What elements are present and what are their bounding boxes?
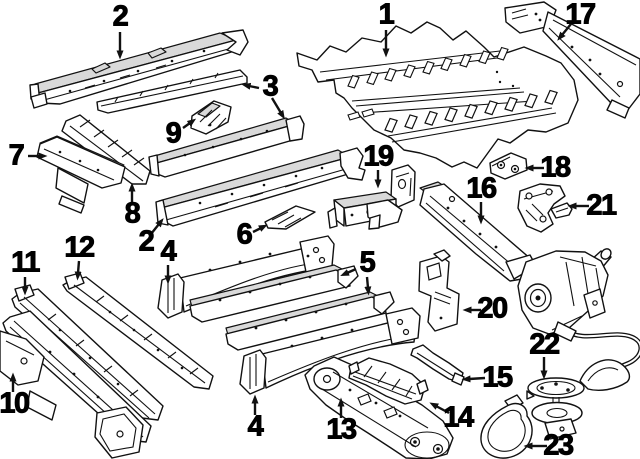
leader-14 [429,402,450,415]
callout-4-upper[interactable]: 4 [160,235,177,268]
part-support-bracket [418,249,460,332]
leader-arrows [9,23,589,450]
part-spare-wheel-carrier [526,359,631,440]
part-rocker-rail-top [29,29,249,109]
part-hinge-bracket [517,183,573,233]
callout-12[interactable]: 12 [64,231,96,264]
callout-14[interactable]: 14 [443,401,475,434]
part-floor-rail-second [189,264,359,323]
spare-tire-winch [517,248,640,376]
leader-3-down [270,97,285,120]
part-rear-floor-crossmember [304,356,454,459]
part-floor-bracket [190,100,232,135]
callout-10[interactable]: 10 [0,387,31,420]
callout-21[interactable]: 21 [586,189,618,222]
part-side-bracket [36,135,126,214]
part-rocker-rail-lower [148,115,305,178]
callout-13[interactable]: 13 [326,413,358,446]
part-crossmember-support [348,357,429,405]
callout-16[interactable]: 16 [466,172,498,205]
part-rear-side-rail [419,181,537,282]
callout-3[interactable]: 3 [262,70,279,103]
callout-2-top[interactable]: 2 [112,0,129,33]
part-rear-crossmember [504,1,640,119]
callout-11[interactable]: 11 [11,246,41,279]
part-rocker-rail-bottom [155,147,366,227]
part-floor-pan [296,21,579,169]
leader-15 [461,375,486,383]
leader-5-left [340,267,357,277]
part-carrier-cover [480,394,533,459]
callout-19[interactable]: 19 [363,140,395,173]
callout-15[interactable]: 15 [482,361,514,394]
callout-8[interactable]: 8 [124,197,141,230]
callout-17[interactable]: 17 [565,0,597,31]
callout-22[interactable]: 22 [529,328,561,361]
leader-3-left [241,82,260,90]
leader-2-bottom [150,218,164,235]
part-seat-crossmember-bracket [264,205,316,230]
part-floor-rail-third [225,291,395,351]
callout-7[interactable]: 7 [8,139,25,172]
callout-5[interactable]: 5 [359,246,376,279]
leader-9 [182,118,197,129]
callout-23[interactable]: 23 [543,429,575,459]
callout-2-bottom[interactable]: 2 [138,225,155,258]
leader-17 [557,23,572,41]
part-rail-extension-bracket [327,164,416,230]
part-reinforcement-strip [410,344,465,386]
callout-18[interactable]: 18 [540,151,572,184]
leader-12 [74,260,82,281]
part-crossmember-plank [61,114,151,185]
callout-1[interactable]: 1 [378,0,395,31]
leader-6 [252,224,268,234]
leader-5-down [364,276,372,296]
part-side-member-assembly [0,310,152,459]
callout-4-lower[interactable]: 4 [247,410,264,443]
callout-6[interactable]: 6 [236,218,253,251]
callout-20[interactable]: 20 [477,292,509,325]
callout-9[interactable]: 9 [165,117,182,150]
part-bow-crossmember-lower [239,307,421,395]
part-mount-plate [489,152,528,180]
